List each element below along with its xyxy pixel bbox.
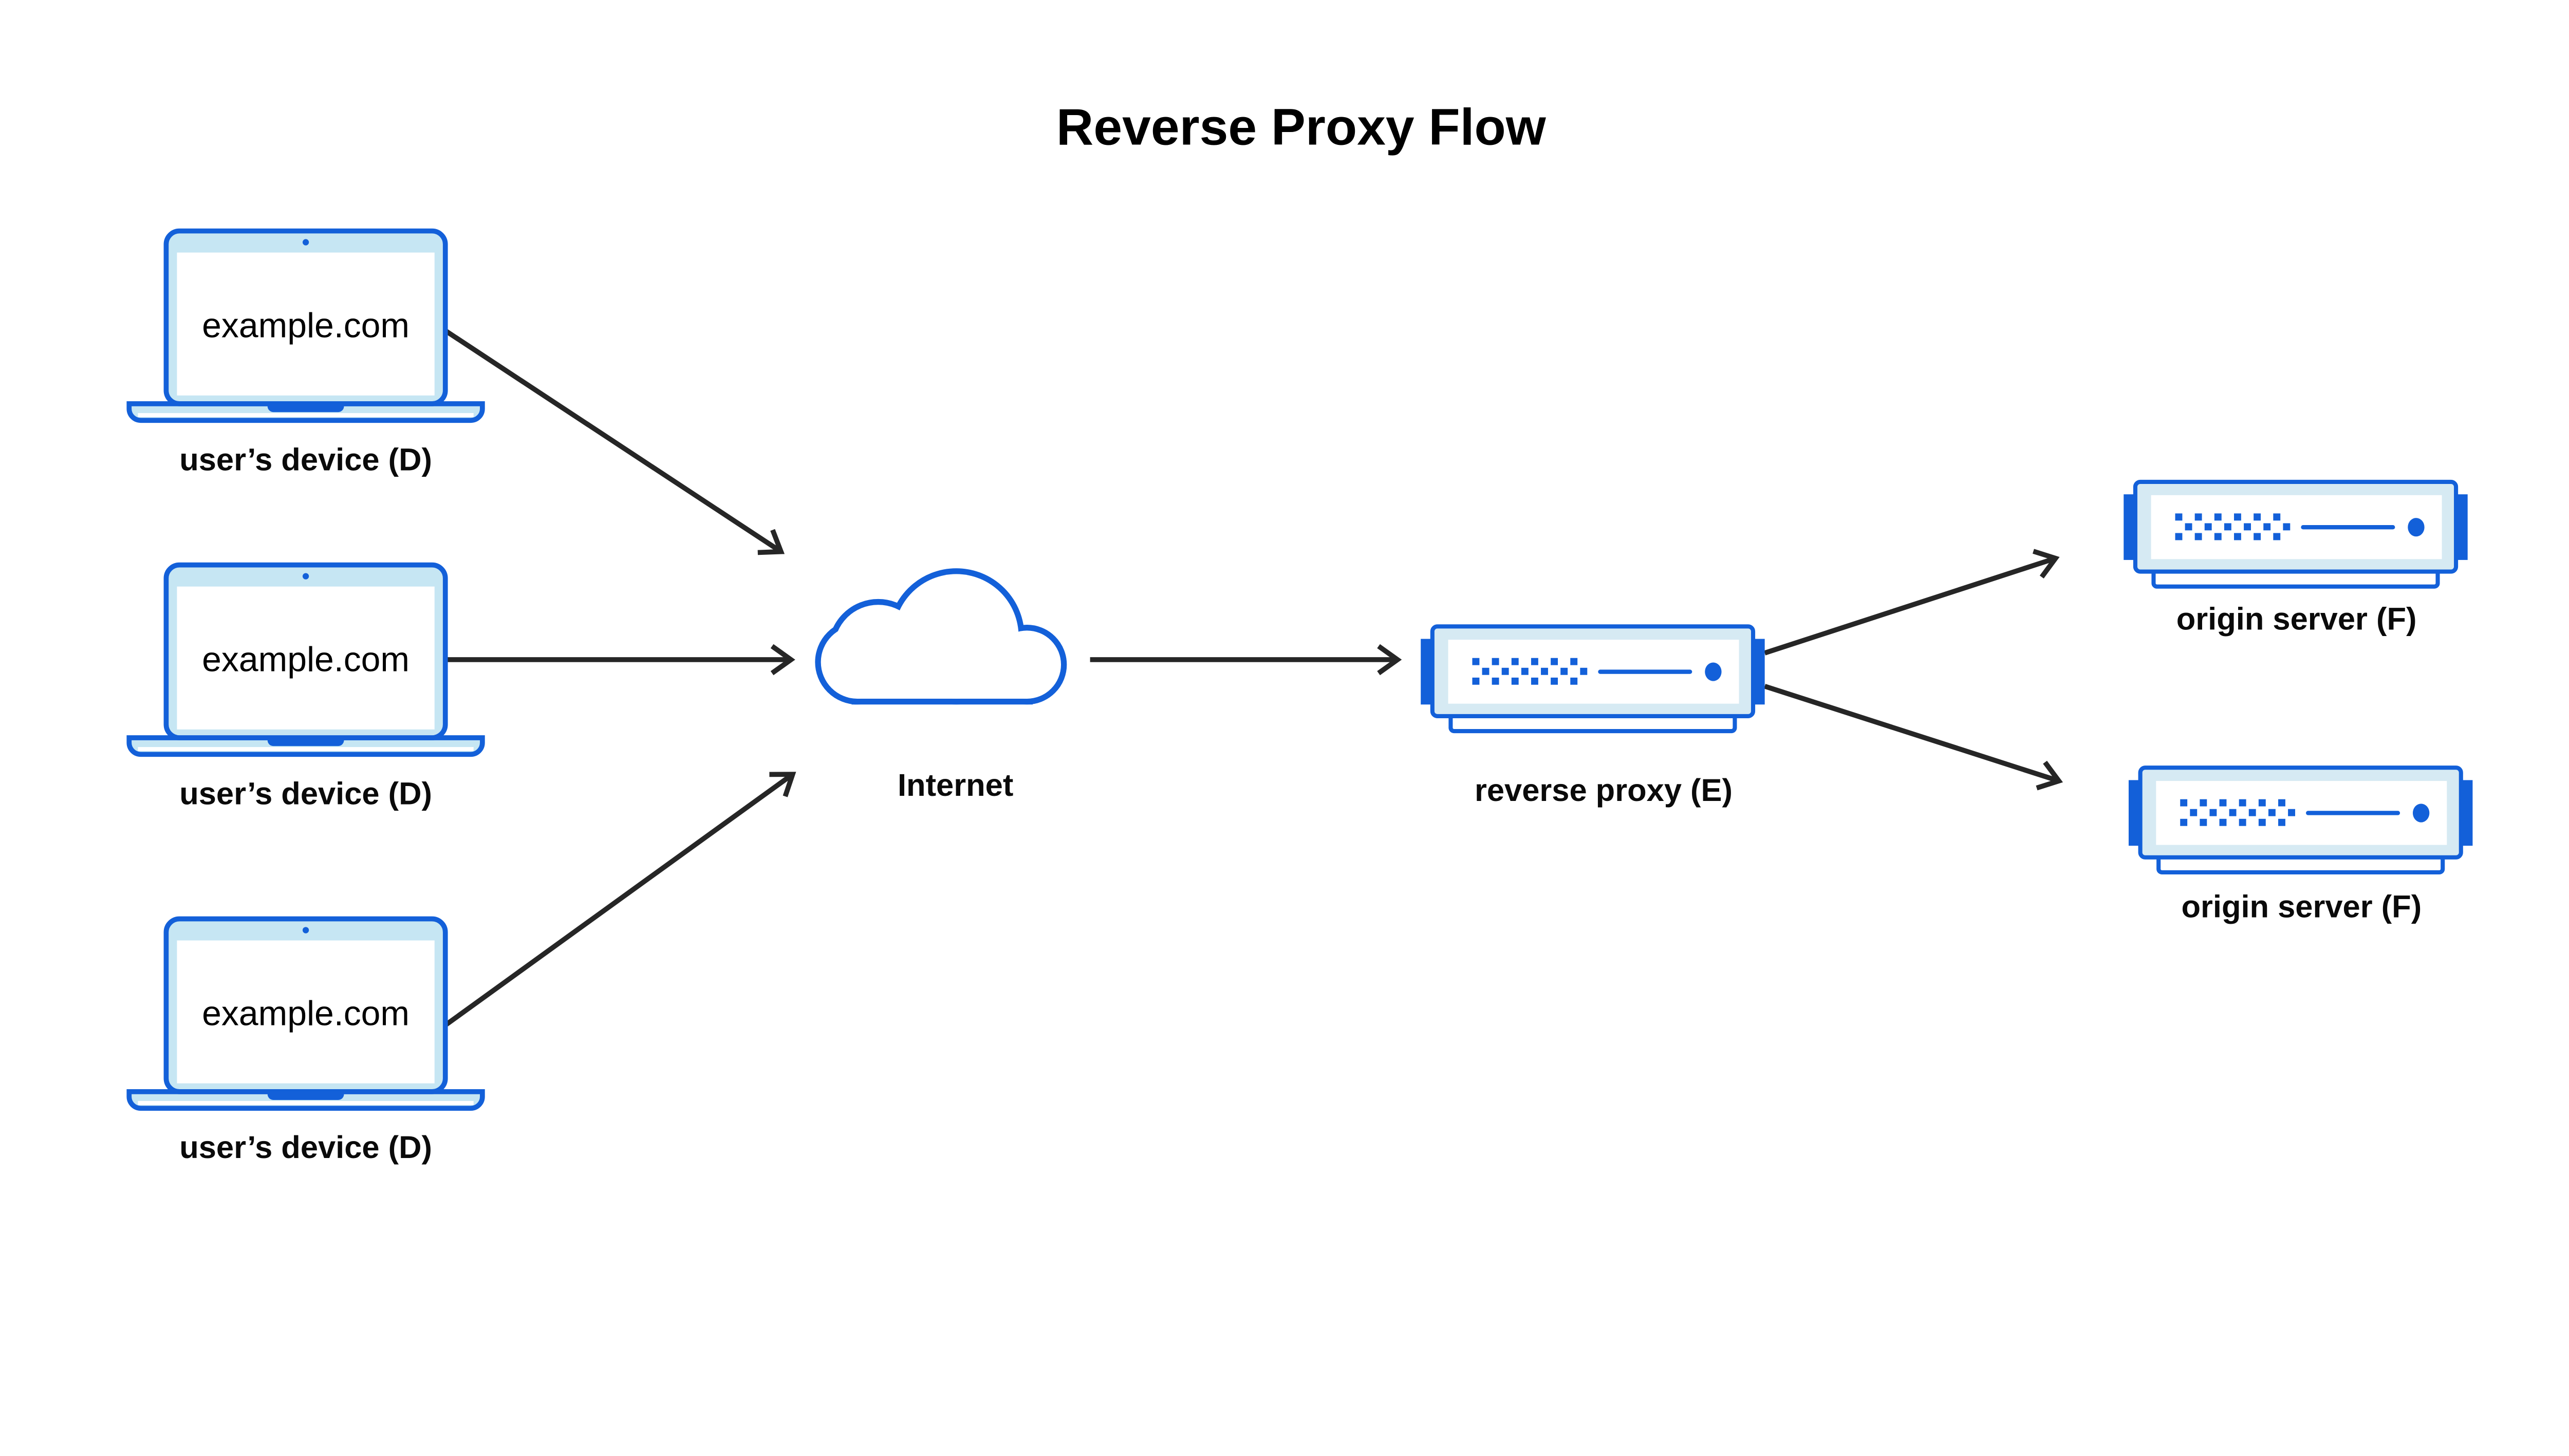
flow-arrow-reverse-proxy-to-origin-server-2 [1764, 684, 2060, 783]
origin-server-label: origin server (F) [2181, 889, 2422, 924]
diagram-canvas: Reverse Proxy Flow example.com user’s de… [0, 98, 2569, 1166]
origin-server-label: origin server (F) [2176, 602, 2417, 637]
node-reverse-proxy: reverse proxy (E) [1421, 626, 1764, 808]
flow-arrowhead [757, 529, 785, 555]
node-user-device-2: example.com user’s device (D) [129, 565, 482, 811]
node-origin-server-2: origin server (F) [2129, 768, 2472, 924]
server-icon [2124, 482, 2467, 587]
flow-arrow-device-3-to-internet [443, 772, 794, 1028]
device-label: user’s device (D) [179, 1130, 432, 1165]
cloud-icon [815, 568, 1067, 705]
node-internet: Internet [815, 568, 1067, 803]
reverse-proxy-label: reverse proxy (E) [1475, 773, 1733, 808]
device-label: user’s device (D) [179, 776, 432, 811]
reverse-proxy-flow-diagram: Reverse Proxy Flow example.com user’s de… [0, 98, 2569, 1165]
flow-arrowhead [1377, 644, 1402, 676]
server-icon [2129, 768, 2472, 872]
node-user-device-3: example.com user’s device (D) [129, 919, 482, 1165]
flow-arrow-device-1-to-internet [444, 328, 783, 554]
flow-arrowhead [769, 772, 796, 797]
flow-arrowhead [2036, 760, 2063, 791]
node-origin-server-1: origin server (F) [2124, 482, 2467, 637]
flow-arrows [443, 328, 2063, 1028]
flow-arrowhead [770, 644, 795, 676]
device-label: user’s device (D) [179, 442, 432, 477]
internet-label: Internet [898, 768, 1013, 803]
device-screen-url: example.com [202, 307, 409, 345]
page-title: Reverse Proxy Flow [1056, 98, 1547, 156]
node-user-device-1: example.com user’s device (D) [129, 231, 482, 477]
device-screen-url: example.com [202, 641, 409, 679]
server-icon [1421, 626, 1764, 731]
device-screen-url: example.com [202, 994, 409, 1033]
flow-arrow-reverse-proxy-to-origin-server-1 [1764, 556, 2057, 656]
flow-arrowhead [2033, 549, 2060, 578]
